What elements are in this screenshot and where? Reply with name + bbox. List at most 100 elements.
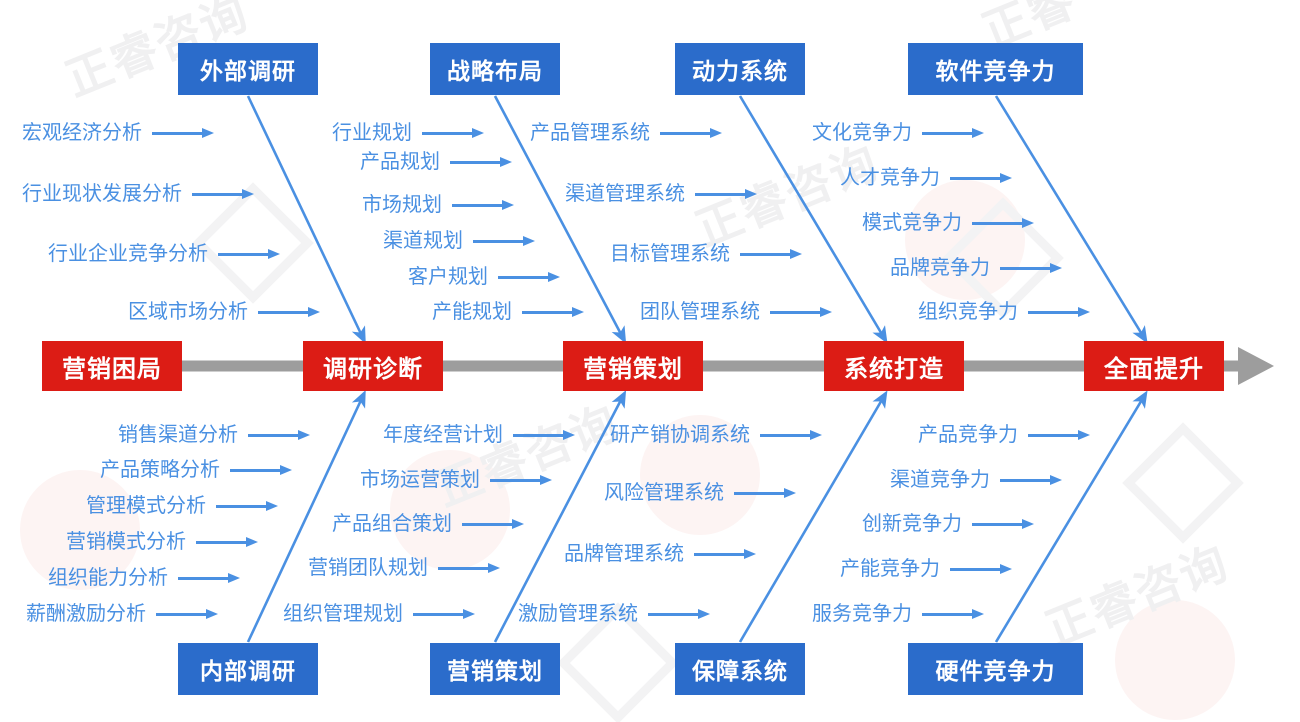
cause-row: 品牌管理系统: [564, 539, 756, 569]
category-box-bottom-4[interactable]: 硬件竞争力: [908, 643, 1083, 695]
cause-arrow-icon: [695, 189, 757, 199]
cause-arrow-icon: [216, 501, 278, 511]
cause-label: 渠道竞争力: [890, 469, 990, 491]
cause-label: 行业现状发展分析: [22, 183, 182, 205]
spine-end-arrow-icon: [1238, 347, 1274, 385]
cause-row: 创新竞争力: [862, 509, 1034, 539]
category-label: 营销策划: [447, 658, 543, 684]
spine-node-label: 营销困局: [62, 355, 162, 383]
cause-row: 渠道规划: [383, 226, 535, 256]
cause-arrow-icon: [972, 519, 1034, 529]
cause-label: 服务竞争力: [812, 603, 912, 625]
cause-label: 销售渠道分析: [118, 424, 238, 446]
spine-node-1[interactable]: 营销困局: [42, 341, 182, 391]
cause-arrow-icon: [258, 307, 320, 317]
cause-row: 行业规划: [332, 118, 484, 148]
cause-arrow-icon: [760, 430, 822, 440]
cause-label: 模式竞争力: [862, 212, 962, 234]
spine-node-label: 营销策划: [583, 355, 683, 383]
cause-label: 风险管理系统: [604, 482, 724, 504]
cause-row: 产品规划: [360, 147, 512, 177]
cause-label: 产品规划: [360, 151, 440, 173]
category-box-top-3[interactable]: 动力系统: [675, 43, 805, 95]
cause-row: 营销模式分析: [66, 527, 258, 557]
cause-arrow-icon: [522, 307, 584, 317]
cause-row: 市场规划: [362, 190, 514, 220]
cause-label: 市场运营策划: [360, 469, 480, 491]
category-box-top-1[interactable]: 外部调研: [178, 43, 318, 95]
cause-arrow-icon: [770, 307, 832, 317]
spine-node-4[interactable]: 系统打造: [824, 341, 964, 391]
cause-row: 产品管理系统: [530, 118, 722, 148]
spine-node-5[interactable]: 全面提升: [1084, 341, 1224, 391]
cause-arrow-icon: [922, 609, 984, 619]
cause-arrow-icon: [248, 430, 310, 440]
cause-label: 市场规划: [362, 194, 442, 216]
cause-label: 产品组合策划: [332, 513, 452, 535]
cause-row: 组织竞争力: [918, 297, 1090, 327]
cause-label: 产品竞争力: [918, 424, 1018, 446]
cause-row: 销售渠道分析: [118, 420, 310, 450]
cause-arrow-icon: [462, 519, 524, 529]
category-box-bottom-2[interactable]: 营销策划: [430, 643, 560, 695]
spine-node-label: 全面提升: [1104, 355, 1204, 383]
cause-row: 激励管理系统: [518, 599, 710, 629]
top-bone: [246, 95, 1148, 344]
cause-arrow-icon: [734, 488, 796, 498]
cause-arrow-icon: [152, 128, 214, 138]
cause-label: 管理模式分析: [86, 495, 206, 517]
cause-row: 组织管理规划: [283, 599, 475, 629]
category-box-top-4[interactable]: 软件竞争力: [908, 43, 1083, 95]
cause-label: 行业企业竞争分析: [48, 243, 208, 265]
cause-arrow-icon: [438, 563, 500, 573]
cause-row: 文化竞争力: [812, 118, 984, 148]
cause-row: 组织能力分析: [48, 563, 240, 593]
spine-node-3[interactable]: 营销策划: [563, 341, 703, 391]
category-box-top-2[interactable]: 战略布局: [430, 43, 560, 95]
category-box-bottom-3[interactable]: 保障系统: [675, 643, 805, 695]
cause-label: 营销团队规划: [308, 557, 428, 579]
cause-arrow-icon: [192, 189, 254, 199]
cause-row: 营销团队规划: [308, 553, 500, 583]
spine-node-2[interactable]: 调研诊断: [303, 341, 443, 391]
cause-arrow-icon: [1000, 263, 1062, 273]
category-label: 外部调研: [200, 58, 296, 84]
cause-arrow-icon: [660, 128, 722, 138]
cause-arrow-icon: [922, 128, 984, 138]
category-box-bottom-1[interactable]: 内部调研: [178, 643, 318, 695]
cause-label: 产能竞争力: [840, 558, 940, 580]
cause-arrow-icon: [413, 609, 475, 619]
cause-arrow-icon: [178, 573, 240, 583]
cause-label: 组织能力分析: [48, 567, 168, 589]
cause-label: 产能规划: [432, 301, 512, 323]
cause-arrow-icon: [230, 465, 292, 475]
cause-label: 渠道管理系统: [565, 183, 685, 205]
cause-arrow-icon: [740, 249, 802, 259]
cause-row: 产品策略分析: [100, 455, 292, 485]
cause-label: 团队管理系统: [640, 301, 760, 323]
cause-label: 区域市场分析: [128, 301, 248, 323]
cause-arrow-icon: [452, 200, 514, 210]
cause-row: 团队管理系统: [640, 297, 832, 327]
category-label: 内部调研: [200, 658, 296, 684]
category-label: 动力系统: [692, 58, 788, 84]
cause-arrow-icon: [1028, 307, 1090, 317]
cause-arrow-icon: [513, 430, 575, 440]
cause-row: 渠道竞争力: [890, 465, 1062, 495]
cause-arrow-icon: [972, 218, 1034, 228]
cause-arrow-icon: [156, 609, 218, 619]
cause-label: 人才竞争力: [840, 167, 940, 189]
cause-row: 管理模式分析: [86, 491, 278, 521]
cause-label: 行业规划: [332, 122, 412, 144]
cause-arrow-icon: [1000, 475, 1062, 485]
cause-label: 激励管理系统: [518, 603, 638, 625]
cause-row: 客户规划: [408, 262, 560, 292]
cause-arrow-icon: [422, 128, 484, 138]
cause-label: 研产销协调系统: [610, 424, 750, 446]
cause-row: 人才竞争力: [840, 163, 1012, 193]
cause-arrow-icon: [450, 157, 512, 167]
category-label: 保障系统: [692, 658, 788, 684]
cause-label: 产品策略分析: [100, 459, 220, 481]
